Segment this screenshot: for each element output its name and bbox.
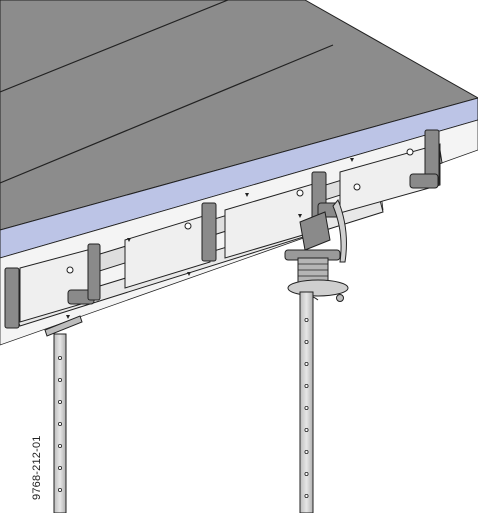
direction-markers — [66, 158, 354, 319]
support-prop-left — [44, 315, 83, 513]
drawing-number: 9768-212-01 — [31, 435, 43, 500]
prop-head-icon — [299, 211, 331, 251]
deck-panel-joints — [0, 0, 334, 184]
deck-panel-edge — [0, 97, 478, 259]
cross-beams — [19, 143, 441, 323]
deck-panel-surface — [0, 0, 478, 231]
support-prop-right — [284, 199, 349, 513]
